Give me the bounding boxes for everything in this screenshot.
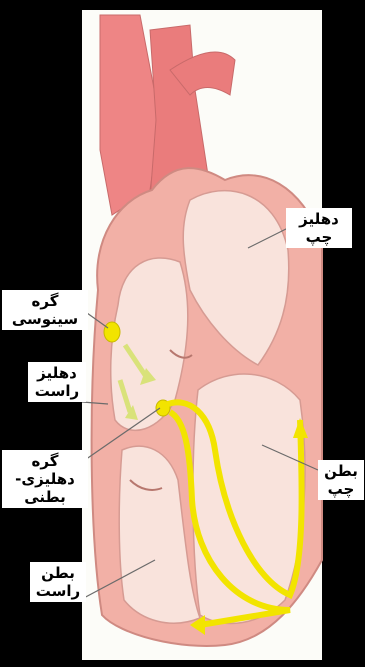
sa-node-marker	[104, 322, 120, 342]
label-right-ventricle: بطن راست	[30, 562, 86, 602]
label-av-node-line2: بطنی	[5, 488, 85, 506]
label-sa-node: گره سینوسی	[2, 290, 88, 330]
left-ventricle-chamber	[193, 374, 305, 623]
label-left-atrium: دهلیز چپ	[286, 208, 352, 248]
label-right-atrium-line2: راست	[31, 382, 83, 400]
label-av-node-line1: گره دهلیزی-	[5, 452, 85, 488]
label-right-atrium: دهلیز راست	[28, 362, 86, 402]
label-right-ventricle-line2: راست	[33, 582, 83, 600]
label-av-node: گره دهلیزی- بطنی	[2, 450, 88, 508]
label-left-ventricle: بطن چپ	[318, 460, 364, 500]
label-right-ventricle-line1: بطن	[33, 564, 83, 582]
label-left-ventricle-line2: چپ	[321, 480, 361, 498]
label-left-ventricle-line1: بطن	[321, 462, 361, 480]
label-right-atrium-line1: دهلیز	[31, 364, 83, 382]
